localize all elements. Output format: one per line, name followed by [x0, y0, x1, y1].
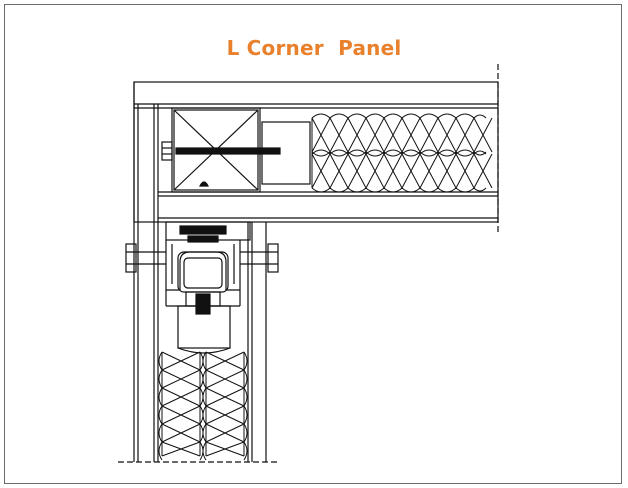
- bolt-shaft: [175, 147, 281, 155]
- vertical-insulation: [158, 351, 248, 461]
- diagram-title: L Corner Panel: [226, 36, 402, 60]
- drawing-frame: [4, 4, 622, 484]
- vertical-spacer-block: [177, 305, 231, 349]
- corner-connector: [125, 221, 279, 315]
- horizontal-panel: [133, 64, 499, 232]
- vertical-panel: [118, 82, 280, 463]
- timber-block: [161, 107, 281, 193]
- horizontal-insulation: [311, 113, 493, 193]
- spacer-block: [261, 121, 311, 185]
